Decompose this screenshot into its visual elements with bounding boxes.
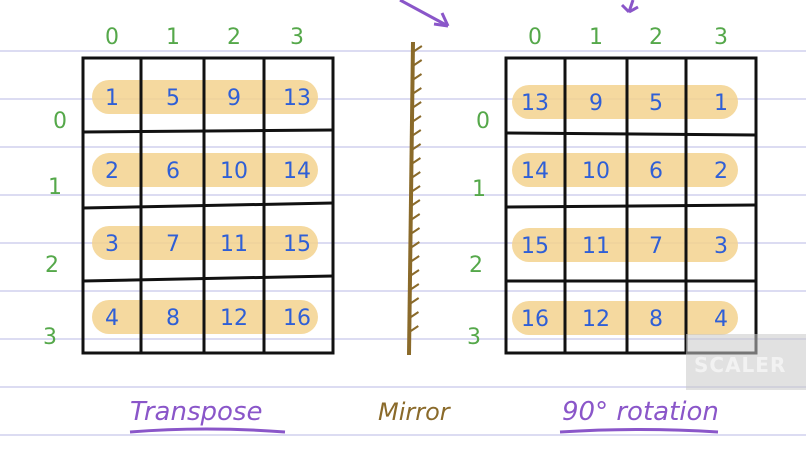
grid-row-line — [505, 203, 757, 209]
matrix-cell: 12 — [582, 307, 610, 332]
matrix-cell: 11 — [220, 232, 248, 257]
row-index-label: 2 — [469, 253, 483, 278]
transpose-underline — [129, 427, 286, 434]
mirror-hatch-tick — [411, 143, 422, 151]
mirror-line — [407, 41, 423, 356]
matrix-cell: 10 — [582, 159, 610, 184]
watermark-text: SCALER — [694, 353, 786, 377]
column-index-label: 2 — [227, 25, 241, 50]
grid-row-line — [505, 131, 757, 137]
row-index-label: 0 — [476, 109, 490, 134]
row-highlights — [512, 85, 738, 335]
column-index-label: 2 — [649, 25, 663, 50]
matrix-cell: 14 — [521, 159, 549, 184]
matrix-cell: 6 — [166, 159, 180, 184]
arrow-left-icon — [399, 0, 449, 28]
matrix-cell: 16 — [521, 307, 549, 332]
matrix-cell: 4 — [714, 307, 728, 332]
top-arrows — [399, 0, 639, 28]
matrix-cell: 9 — [589, 91, 603, 116]
arrowhead-left-icon — [433, 12, 450, 28]
mirror-hatch-tick — [408, 311, 420, 319]
mirror-hatch-tick — [411, 129, 422, 137]
matrix-cell: 9 — [227, 86, 241, 111]
rotation-caption: 90° rotation — [562, 397, 719, 427]
row-index-label: 2 — [45, 253, 59, 278]
mirror-hatch-tick — [411, 87, 422, 95]
mirror-hatch-tick — [409, 297, 420, 305]
grid-row-line — [82, 274, 334, 283]
mirror-hatch-tick — [411, 101, 422, 109]
matrix-cell: 3 — [105, 232, 119, 257]
mirror-hatch-tick — [410, 213, 421, 221]
mirror-hatch-tick — [410, 199, 421, 207]
matrix-cell: 14 — [283, 159, 311, 184]
column-index-label: 1 — [589, 25, 603, 50]
matrix-cell: 13 — [521, 91, 549, 116]
matrix-cell: 10 — [220, 159, 248, 184]
matrix-cell: 5 — [166, 86, 180, 111]
row-index-label: 3 — [467, 325, 481, 350]
rotation-underline — [559, 428, 719, 434]
column-index-label: 1 — [166, 25, 180, 50]
matrix-cell: 7 — [649, 234, 663, 259]
matrix-cell: 6 — [649, 159, 663, 184]
grid-row-line — [82, 201, 334, 210]
mirror-hatch-tick — [410, 171, 421, 179]
row-index-label: 1 — [48, 175, 62, 200]
matrix-cell: 5 — [649, 91, 663, 116]
column-index-label: 0 — [105, 25, 119, 50]
mirror-hatch-tick — [409, 283, 420, 291]
mirror-hatch-tick — [412, 45, 423, 53]
grid-lines — [81, 56, 335, 355]
grid-lines — [504, 56, 758, 355]
matrix-cell: 11 — [582, 234, 610, 259]
matrix-cell: 1 — [105, 86, 119, 111]
matrix-cell: 2 — [105, 159, 119, 184]
matrix-cell: 3 — [714, 234, 728, 259]
mirror-hatch-tick — [409, 269, 420, 277]
matrix-cell: 13 — [283, 86, 311, 111]
mirror-hatch-tick — [409, 227, 421, 235]
grid-row-line — [82, 128, 334, 134]
column-index-label: 0 — [528, 25, 542, 50]
row-index-label: 0 — [53, 109, 67, 134]
matrix-cell: 1 — [714, 91, 728, 116]
watermark-box — [686, 334, 806, 390]
row-highlight — [512, 228, 738, 262]
grid-border — [81, 56, 335, 355]
mirror-hatch-tick — [410, 185, 421, 193]
transpose-caption: Transpose — [130, 397, 262, 427]
mirror-hatch-tick — [408, 325, 419, 333]
row-highlight — [512, 85, 738, 119]
mirror-hatch-tick — [412, 59, 423, 67]
mirror-caption: Mirror — [378, 398, 452, 426]
matrix-cell: 7 — [166, 232, 180, 257]
column-index-label: 3 — [714, 25, 728, 50]
row-highlight — [512, 301, 738, 335]
matrix-cell: 4 — [105, 306, 119, 331]
matrix-cell: 15 — [521, 234, 549, 259]
matrix-cell: 16 — [283, 306, 311, 331]
matrix-cell: 12 — [220, 306, 248, 331]
row-index-label: 3 — [43, 325, 57, 350]
mirror-hatch-tick — [409, 255, 420, 263]
matrix-cell: 2 — [714, 159, 728, 184]
mirror-hatch-tick — [411, 73, 423, 81]
column-index-label: 3 — [290, 25, 304, 50]
mirror-hatch-tick — [409, 241, 420, 249]
row-highlight — [512, 153, 738, 187]
arrowhead-right-icon — [620, 3, 639, 14]
row-index-label: 1 — [472, 177, 486, 202]
matrix-cell: 8 — [166, 306, 180, 331]
mirror-hatch-tick — [410, 157, 421, 165]
matrix-cell: 15 — [283, 232, 311, 257]
mirror-hatch-tick — [411, 115, 422, 123]
matrix-cell: 8 — [649, 307, 663, 332]
